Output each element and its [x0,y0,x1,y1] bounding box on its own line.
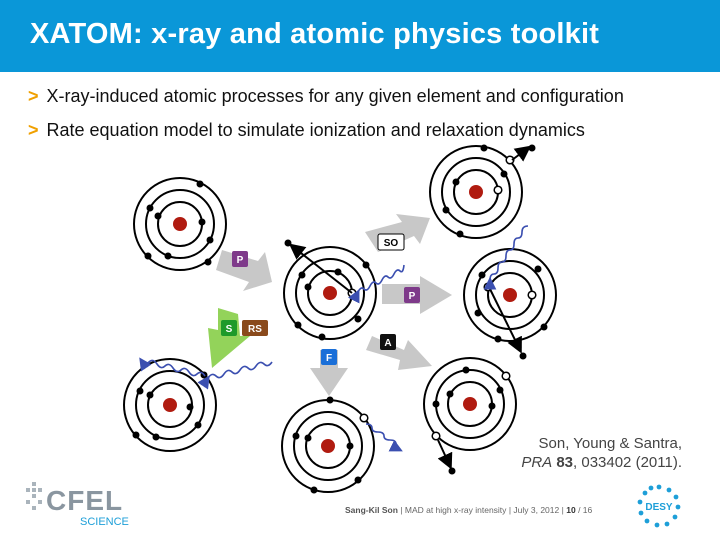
fluorescence-photon [365,423,403,452]
bullet-marker: > [28,86,39,106]
svg-text:A: A [384,338,391,349]
bullet-text: Rate equation model to simulate ionizati… [46,120,585,140]
nucleus [503,288,517,302]
svg-text:DESY: DESY [645,502,673,513]
bullet-1: > X-ray-induced atomic processes for any … [28,86,624,107]
nucleus [469,185,483,199]
svg-text:SO: SO [384,238,399,249]
footer-sep: | [400,505,403,515]
footer: Sang-Kil Son | MAD at high x-ray intensi… [345,505,592,515]
svg-text:P: P [409,291,416,302]
label-scattering: S [221,320,237,336]
bullet-text: X-ray-induced atomic processes for any g… [46,86,624,106]
label-resonant-scattering: RS [242,320,268,336]
desy-logo: DESY [637,484,681,528]
process-arrows [208,214,452,396]
auger-electron-path [437,439,453,470]
footer-total: / 16 [578,505,593,515]
atom-shake-off [429,144,523,239]
svg-text:F: F [326,353,332,364]
cfel-logo: CFEL SCIENCE [26,482,129,528]
nucleus [463,397,477,411]
citation-authors: Son, Young & Santra, [538,435,682,452]
svg-text:P: P [237,255,244,266]
nucleus [163,398,177,412]
arrow-to-bottom-right [366,336,432,370]
label-fluorescence: F [321,349,337,365]
atom-center [283,246,377,341]
atom-fluorescence [281,396,375,494]
label-auger: A [380,334,396,350]
label-photoionization-left: P [232,251,248,267]
atom-auger [423,357,517,451]
nucleus [323,286,337,300]
svg-text:RS: RS [248,324,262,335]
bullet-marker: > [28,120,39,140]
scattered-photon-right [197,361,273,390]
incoming-photon-wave [347,264,405,304]
citation-ref: PRA 83, 033402 (2011). [521,453,682,472]
label-shake-off: SO [377,233,405,251]
footer-author: Sang-Kil Son [345,505,398,515]
footer-talk: MAD at high x-ray intensity [404,505,507,515]
atom-initial [133,177,227,271]
photoelectron-path [288,243,353,294]
bullet-2: > Rate equation model to simulate ionizat… [28,120,585,141]
nucleus [321,439,335,453]
arrow-down [310,350,348,396]
footer-date: July 3, 2012 [513,505,560,515]
label-photoionization-right: P [404,287,420,303]
footer-sep: | [561,505,564,515]
ionized-electron-path [488,286,522,354]
arrow-to-center [216,250,272,291]
footer-page: 10 [566,505,576,515]
svg-text:CFEL: CFEL [46,485,123,516]
citation-journal: PRA [521,454,553,471]
title-bar [0,0,720,72]
slide-title: XATOM: x-ray and atomic physics toolkit [30,18,600,50]
citation: Son, Young & Santra, PRA 83, 033402 (201… [521,434,682,472]
citation-volume: 83 [556,454,574,471]
svg-text:S: S [226,324,233,335]
arrow-green-down [208,308,250,368]
shake-off-electron-path [511,145,532,162]
scattered-photon-left [139,357,206,377]
citation-rest: , 033402 (2011). [573,454,682,471]
footer-sep: | [508,505,512,515]
incoming-photon-wave-2 [483,225,529,290]
svg-text:SCIENCE: SCIENCE [80,516,129,528]
nucleus [173,217,187,231]
